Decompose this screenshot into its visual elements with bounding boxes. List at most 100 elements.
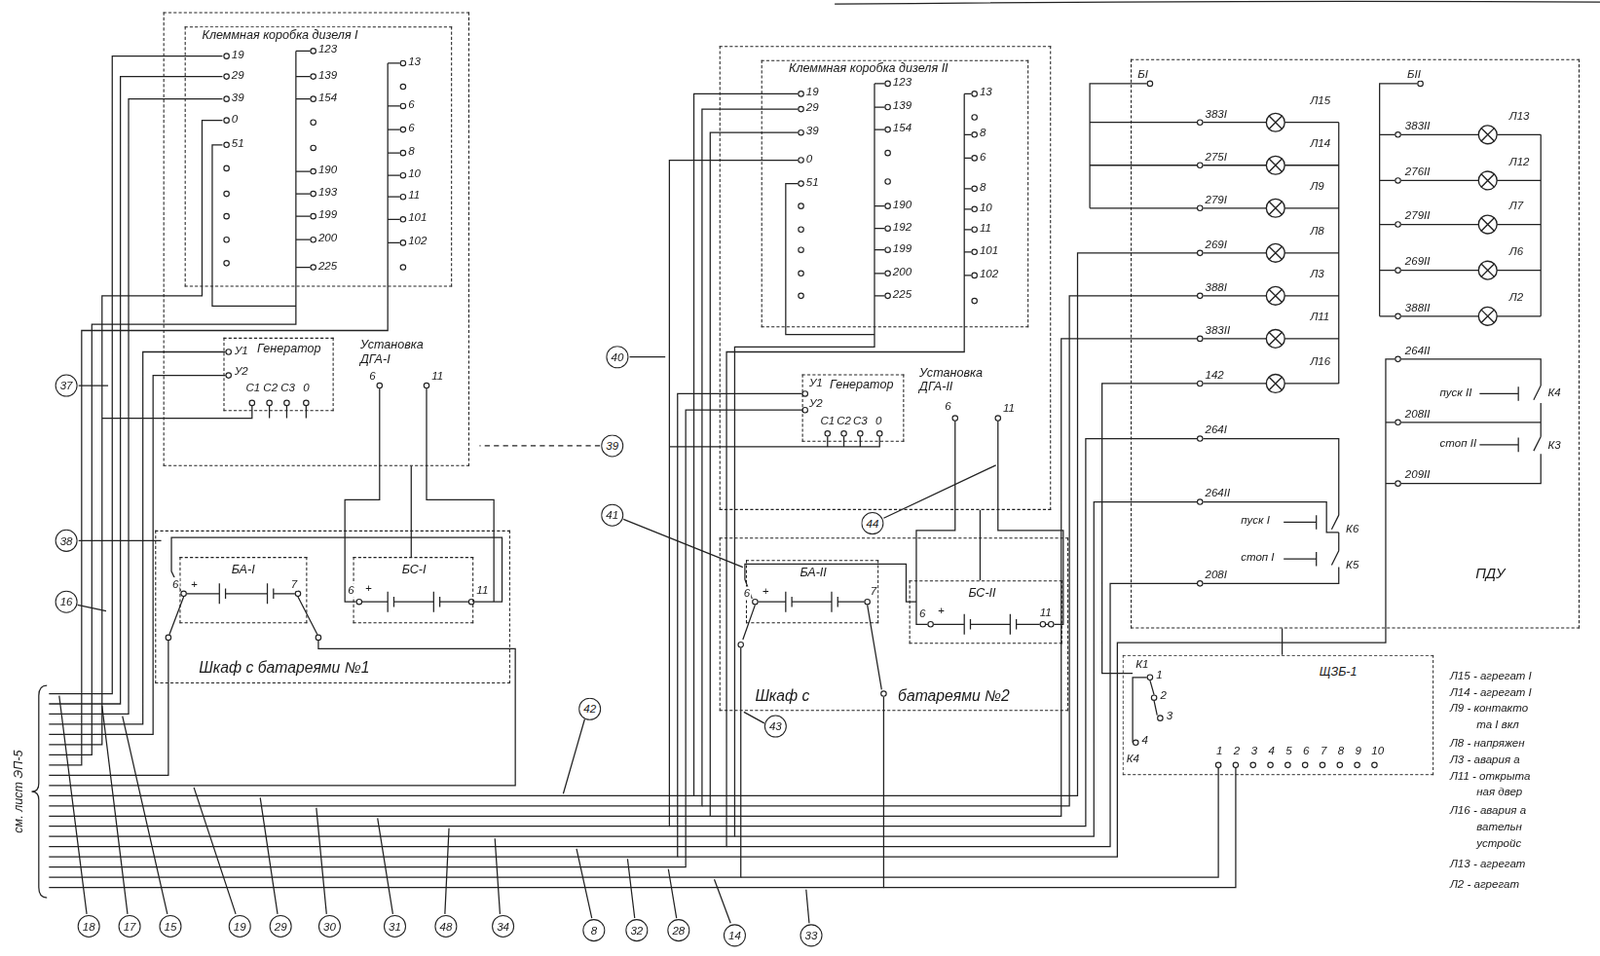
terminal-label: У1 bbox=[233, 343, 250, 358]
callout-number: 32 bbox=[625, 919, 648, 942]
terminal-label: 190 bbox=[317, 163, 338, 178]
terminal-label: 383II bbox=[1203, 323, 1231, 337]
wire-diesel-2 bbox=[48, 83, 971, 868]
terminal-label: 4 bbox=[1140, 733, 1150, 747]
terminal-label: 6 bbox=[171, 577, 181, 592]
legend-note: ная двер bbox=[1475, 785, 1524, 800]
callout-number: 8 bbox=[582, 919, 605, 942]
terminal-label: БII bbox=[1406, 67, 1422, 81]
terminal-label: 193 bbox=[317, 186, 338, 200]
terminal-label: С3 bbox=[852, 413, 869, 428]
terminal-label: 199 bbox=[317, 208, 338, 223]
callout-number: 34 bbox=[491, 915, 515, 938]
lamps bbox=[1275, 122, 1489, 384]
callout-number: 14 bbox=[723, 924, 746, 947]
terminal-label: Л14 bbox=[1308, 136, 1332, 150]
terminal-label: 6 bbox=[407, 121, 416, 136]
terminal-label: К1 bbox=[1134, 658, 1150, 672]
terminal-label: 383I bbox=[1203, 107, 1228, 121]
terminal-label: 51 bbox=[230, 136, 246, 150]
callout-number: 28 bbox=[667, 919, 690, 942]
terminal-label: + bbox=[761, 584, 771, 598]
terminal-label: 11 bbox=[1002, 402, 1016, 416]
terminal-label: БI bbox=[1136, 67, 1150, 81]
terminal-label: 11 bbox=[407, 188, 421, 203]
wire-connector bbox=[410, 466, 412, 558]
wire-protection-panel bbox=[741, 677, 1236, 889]
terminal-label: 11 bbox=[475, 583, 489, 597]
terminal-label: 8 bbox=[978, 126, 988, 141]
terminal-label: 0 bbox=[301, 381, 311, 396]
box-title: БА-II bbox=[797, 564, 829, 580]
terminal-label: 200 bbox=[892, 264, 913, 279]
box-title: Генератор bbox=[827, 377, 896, 393]
callout-number: 17 bbox=[118, 915, 142, 938]
wiring-box: БА-I bbox=[179, 557, 307, 624]
terminal-label: 208I bbox=[1203, 568, 1228, 583]
terminal-label: Л7 bbox=[1508, 198, 1525, 213]
terminal-label: 123 bbox=[892, 75, 913, 90]
terminal-label: 209II bbox=[1404, 468, 1432, 483]
terminal-row bbox=[225, 56, 227, 264]
box-title: Клеммная коробка дизеля I bbox=[199, 27, 360, 42]
terminal-label: 6 bbox=[918, 606, 928, 621]
terminal-label: 6 bbox=[368, 369, 377, 383]
terminal-row bbox=[402, 63, 404, 268]
legend-note: Л15 - агрегат I bbox=[1449, 669, 1533, 683]
callout-number: 37 bbox=[55, 374, 78, 398]
sheet-reference: см. лист ЭП-5 bbox=[11, 748, 26, 834]
box-title: Клеммная коробка дизеля II bbox=[786, 61, 951, 76]
terminal-label: 101 bbox=[407, 211, 428, 225]
terminal-label: Л9 bbox=[1308, 179, 1325, 193]
terminal-row bbox=[1398, 83, 1421, 484]
terminal-label: С1 bbox=[818, 413, 836, 428]
terminal-label: Л11 bbox=[1308, 310, 1331, 325]
terminal-label: 11 bbox=[1039, 605, 1053, 620]
terminal-label: 19 bbox=[230, 47, 246, 62]
callout-number: 38 bbox=[55, 529, 78, 553]
box-title: Шкаф с батареями №1 bbox=[196, 658, 372, 677]
terminal-label: 154 bbox=[317, 90, 338, 105]
terminal-label: С3 bbox=[279, 381, 297, 396]
wiring-box: Установка ДГА-IIКлеммная коробка дизеля … bbox=[719, 45, 1052, 511]
legend-note: Л14 - агрегат I bbox=[1449, 685, 1533, 700]
terminal-label: стоп I bbox=[1239, 551, 1275, 565]
callout-number: 31 bbox=[383, 915, 407, 938]
terminal-row bbox=[741, 393, 1052, 694]
terminal-label: + bbox=[189, 577, 199, 592]
terminal-row bbox=[1135, 677, 1375, 766]
legend-note: Л9 - контакто bbox=[1449, 702, 1529, 716]
terminal-label: 264I bbox=[1203, 423, 1228, 438]
terminal-label: 7 bbox=[869, 584, 879, 598]
terminal-label: 8 bbox=[1337, 744, 1346, 759]
terminal-label: 264II bbox=[1203, 486, 1231, 501]
callout-number: 19 bbox=[228, 915, 252, 938]
terminal-label: 0 bbox=[874, 413, 884, 428]
terminal-label: 4 bbox=[1266, 744, 1276, 759]
callout-number: 40 bbox=[605, 345, 629, 369]
wiring-box: Шкаф с батареями №1БА-IБС-I bbox=[154, 530, 511, 684]
terminal-label: Л2 bbox=[1508, 291, 1525, 305]
callout-number: 39 bbox=[600, 434, 624, 457]
callout-number: 44 bbox=[860, 512, 884, 535]
terminal-label: 154 bbox=[892, 121, 913, 136]
terminal-label: 0 bbox=[230, 111, 240, 126]
box-title: БА-I bbox=[229, 561, 258, 577]
terminal-label: 269II bbox=[1404, 255, 1432, 269]
lamp-column bbox=[1274, 122, 1276, 384]
legend-note: та I вкл bbox=[1475, 718, 1521, 733]
terminal-row bbox=[800, 93, 802, 296]
terminal-row bbox=[1150, 83, 1200, 584]
terminal-label: 7 bbox=[290, 577, 299, 592]
callout-number: 48 bbox=[434, 915, 457, 938]
callout-number: 33 bbox=[799, 924, 822, 947]
terminal-label: 1 bbox=[1215, 744, 1225, 759]
terminal-label: 11 bbox=[978, 221, 993, 235]
terminal-label: 264II bbox=[1404, 343, 1432, 358]
wire-batteries-1 bbox=[48, 388, 516, 786]
terminal-label: 123 bbox=[317, 42, 338, 57]
terminal-label: 199 bbox=[892, 241, 913, 256]
box-title: Установка ДГА-I bbox=[358, 337, 445, 367]
terminal-row bbox=[887, 83, 889, 297]
